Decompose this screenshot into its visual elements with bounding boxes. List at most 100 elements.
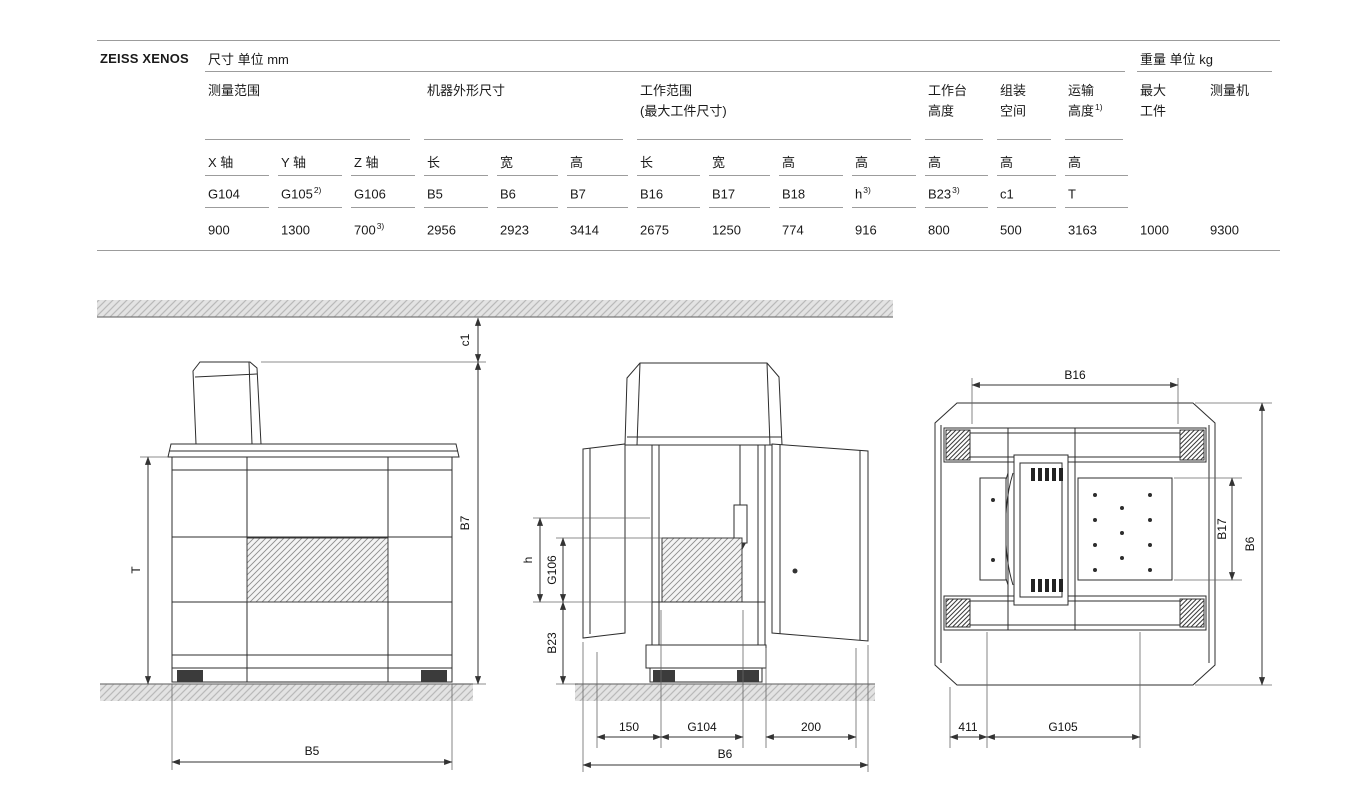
- table-top-rule: [97, 40, 1280, 41]
- value-cell-2: 7003): [354, 221, 385, 238]
- value-cell-14: 9300: [1210, 222, 1239, 238]
- value-cell-11: 500: [1000, 222, 1022, 238]
- table-plate: [1077, 477, 1173, 581]
- value-cell-7: 1250: [712, 222, 741, 238]
- top-view-drawing: B16 B17 B6 411 G105: [934, 368, 1272, 748]
- value-cell-1: 1300: [281, 222, 310, 238]
- var-header-6: B16: [637, 176, 700, 208]
- machine-foot: [177, 670, 203, 682]
- axis-header-5: 高: [567, 140, 628, 176]
- axis-header-11: 高: [997, 140, 1056, 176]
- var-header-12: T: [1065, 176, 1128, 208]
- axis-header-2: Z 轴: [351, 140, 415, 176]
- dim-label-b5: B5: [305, 744, 320, 758]
- dim-label-b17: B17: [1215, 518, 1229, 540]
- var-header-5: B7: [567, 176, 628, 208]
- group-line2: 空间: [1000, 103, 1027, 119]
- dim-label-150: 150: [619, 720, 639, 734]
- group-line1: 工作台: [928, 83, 968, 98]
- axis-header-3: 长: [424, 140, 488, 176]
- value-cell-0: 900: [208, 222, 230, 238]
- machine-foot: [653, 670, 675, 682]
- group-header-transport-height: 运输高度1): [1065, 72, 1123, 140]
- dim-label-g104: G104: [687, 720, 717, 734]
- group-line1: 运输: [1068, 83, 1095, 98]
- dim-label-t: T: [129, 566, 143, 574]
- group-line1: 测量范围: [208, 83, 261, 98]
- group-line1: 机器外形尺寸: [427, 83, 506, 98]
- group-header-working-range: 工作范围 (最大工件尺寸): [637, 72, 911, 140]
- value-cell-9: 916: [855, 222, 877, 238]
- group-header-measuring-range: 测量范围: [205, 72, 410, 140]
- rail-end-block: [945, 429, 971, 461]
- dim-label-b6-side: B6: [718, 747, 733, 761]
- group-header-assembly-space: 组装空间: [997, 72, 1051, 140]
- spec-table: 尺寸 单位 mm 重量 单位 kg 测量范围 机器外形尺寸 工作范围 (最大工件尺…: [205, 40, 1280, 250]
- group-line2: 高度: [928, 103, 955, 119]
- ground-hatch-front: [100, 684, 473, 701]
- dim-label-b7: B7: [458, 515, 472, 530]
- dim-label-b16: B16: [1064, 368, 1086, 382]
- front-door-window: [246, 537, 389, 603]
- value-cell-10: 800: [928, 222, 950, 238]
- axis-header-9: 高: [852, 140, 916, 176]
- unit-header-kg: 重量 单位 kg: [1137, 40, 1272, 72]
- group-header-machine-dimensions: 机器外形尺寸: [424, 72, 623, 140]
- machine-foot: [421, 670, 447, 682]
- dim-label-b23: B23: [545, 632, 559, 654]
- ground-hatch-side: [575, 684, 875, 701]
- front-view-drawing: c1 B7 T B5: [100, 317, 486, 770]
- var-header-3: B5: [424, 176, 488, 208]
- probe-quill: [733, 504, 748, 544]
- group-line2: 高度1): [1068, 102, 1103, 119]
- value-cell-12: 3163: [1068, 222, 1097, 238]
- var-header-8: B18: [779, 176, 843, 208]
- rail-end-block: [945, 598, 971, 628]
- dim-label-b6-top: B6: [1243, 536, 1257, 551]
- var-header-4: B6: [497, 176, 558, 208]
- group-line1: 组装: [1000, 83, 1027, 98]
- var-header-7: B17: [709, 176, 770, 208]
- workpiece-area: [661, 537, 743, 603]
- group-line1: 测量机: [1210, 83, 1250, 98]
- brand-title: ZEISS XENOS: [100, 51, 189, 66]
- dim-label-411: 411: [958, 720, 977, 734]
- axis-header-8: 高: [779, 140, 843, 176]
- value-cell-5: 3414: [570, 222, 599, 238]
- dim-label-h: h: [521, 557, 535, 564]
- var-header-2: G106: [351, 176, 415, 208]
- door-handle-dot: [792, 568, 798, 574]
- group-header-max-workpiece: 最大工件: [1137, 72, 1207, 140]
- axis-header-6: 长: [637, 140, 700, 176]
- dim-label-g106: G106: [545, 555, 559, 585]
- rail-end-block: [1179, 429, 1205, 461]
- axis-header-0: X 轴: [205, 140, 269, 176]
- axis-header-1: Y 轴: [278, 140, 342, 176]
- axis-header-4: 宽: [497, 140, 558, 176]
- machine-foot: [737, 670, 759, 682]
- dim-label-c1: c1: [458, 333, 472, 346]
- var-header-0: G104: [205, 176, 269, 208]
- value-cell-3: 2956: [427, 222, 456, 238]
- value-cell-13: 1000: [1140, 222, 1169, 238]
- group-header-measuring-machine: 测量机: [1207, 72, 1272, 140]
- dim-label-200: 200: [801, 720, 821, 734]
- ceiling-band: [97, 300, 893, 318]
- group-header-table-height: 工作台高度: [925, 72, 983, 140]
- group-line1: 最大: [1140, 83, 1167, 98]
- side-view-drawing: h G106 B23 150 G104 200 B6: [521, 362, 875, 772]
- axis-header-7: 宽: [709, 140, 770, 176]
- axis-header-10: 高: [925, 140, 988, 176]
- table-bottom-rule: [97, 250, 1280, 251]
- group-line1: 工作范围: [640, 83, 693, 98]
- var-header-11: c1: [997, 176, 1056, 208]
- var-header-1: G1052): [278, 176, 342, 208]
- value-cell-6: 2675: [640, 222, 669, 238]
- unit-header-mm: 尺寸 单位 mm: [205, 40, 1125, 72]
- group-line2: (最大工件尺寸): [640, 103, 727, 119]
- value-cell-4: 2923: [500, 222, 529, 238]
- var-header-9: h3): [852, 176, 916, 208]
- group-line2: 工件: [1140, 103, 1167, 119]
